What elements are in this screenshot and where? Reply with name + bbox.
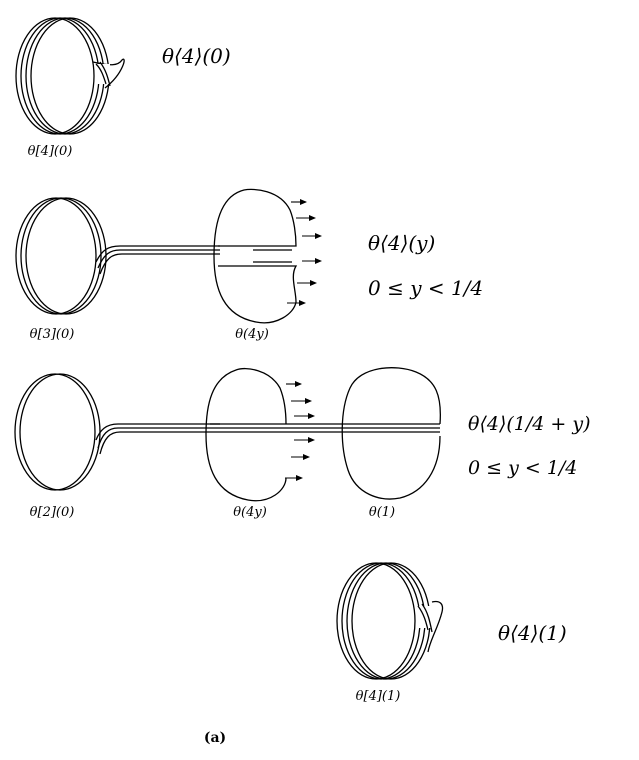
row-2-triple-loop [15, 197, 107, 315]
figure-caption: (a) [204, 730, 226, 746]
row-4-main-label: θ⟨4⟩(1) [498, 621, 567, 645]
row-3-double-loop [14, 373, 101, 491]
row-2-main-label: θ⟨4⟩(y) [368, 231, 435, 255]
row-3-sub-label-right: θ(1) [369, 505, 395, 520]
row-3-connecting-strand [95, 423, 440, 455]
row-3-main-label: θ⟨4⟩(1/4 + y) [468, 413, 591, 435]
row-2-condition: 0 ≤ y < 1/4 [368, 276, 483, 300]
row-3-motion-arrows [285, 381, 315, 481]
row-1-quadruple-loop [15, 17, 125, 135]
row-4-quadruple-loop [336, 562, 444, 680]
row-3-sub-label-middle: θ(4y) [233, 505, 267, 520]
row-1-main-label: θ⟨4⟩(0) [162, 44, 231, 68]
row-3-condition: 0 ≤ y < 1/4 [468, 457, 577, 479]
row-3-sub-label-left: θ[2](0) [30, 505, 75, 520]
row-2-motion-arrows [287, 199, 322, 306]
row-2-moving-loop [213, 188, 298, 324]
row-2-connecting-strand [95, 245, 220, 275]
row-1-sub-label: θ[4](0) [28, 144, 73, 159]
row-3-end-loop [341, 367, 442, 500]
row-2-sub-label-left: θ[3](0) [30, 327, 75, 342]
row-4-sub-label: θ[4](1) [356, 689, 401, 704]
row-2-sub-label-right: θ(4y) [235, 327, 269, 342]
row-3-moving-loop [205, 367, 287, 502]
